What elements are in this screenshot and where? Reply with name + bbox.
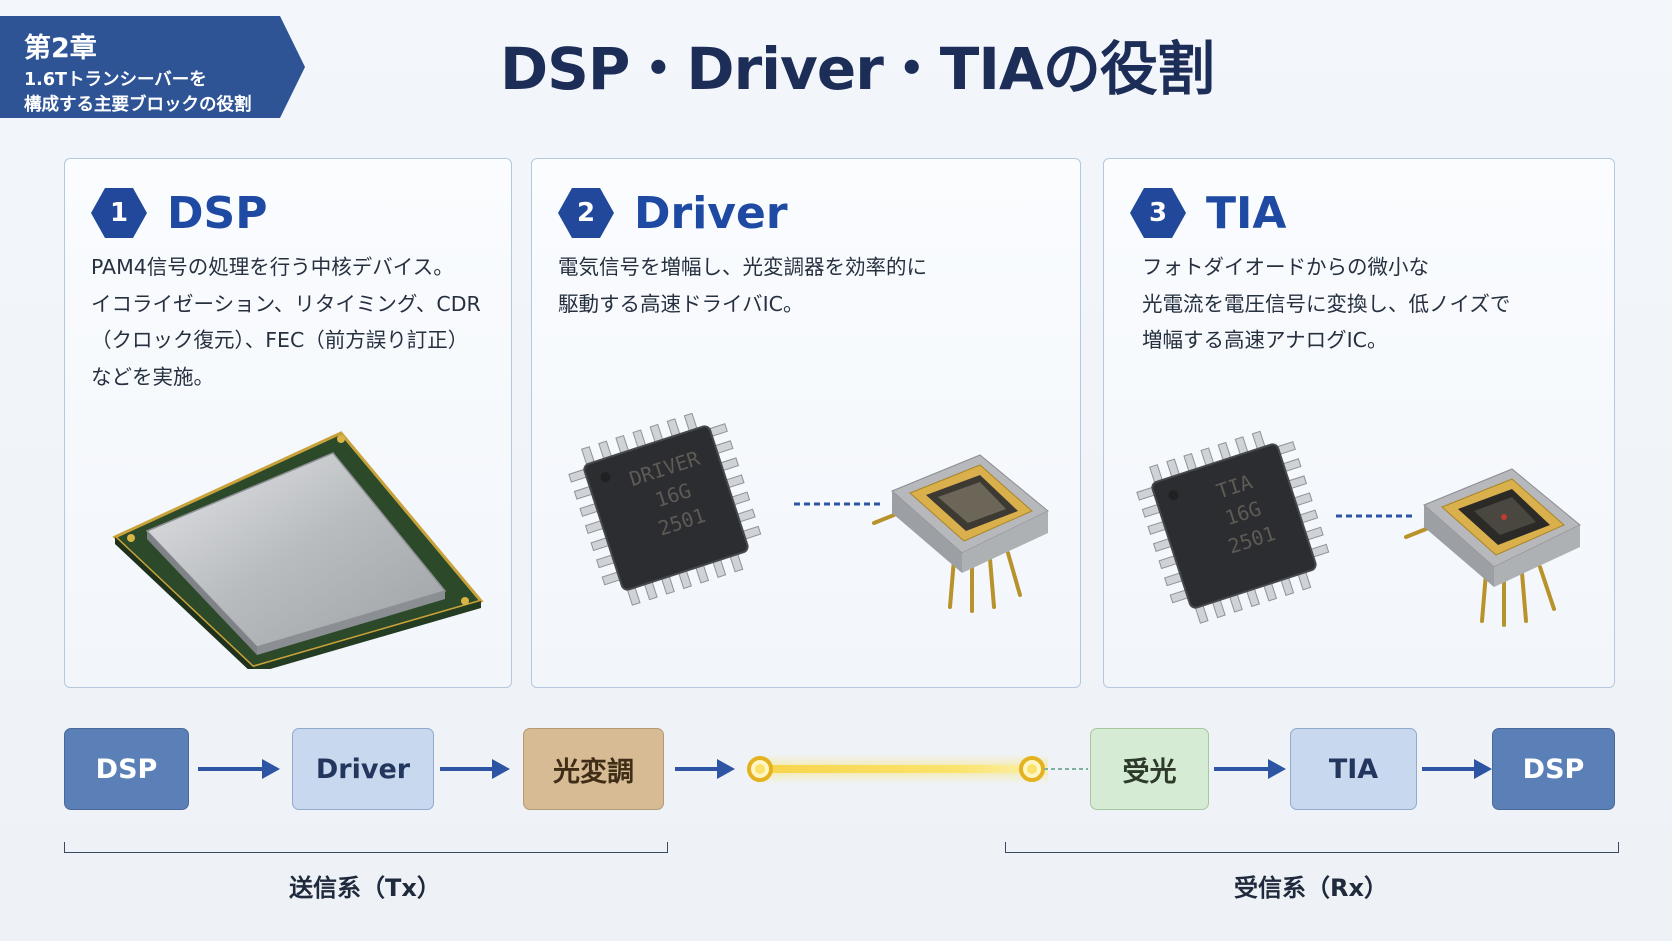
rx-label: 受信系（Rx） (1234, 874, 1388, 902)
chapter-subtitle-line1: 1.6Tトランシーバーを (24, 70, 207, 90)
chapter-number: 第2章 (24, 33, 97, 64)
dsp-chip-image (112, 431, 484, 669)
desc-line: 駆動する高速ドライバIC。 (558, 291, 804, 316)
page-title: DSP・Driver・TIAの役割 (500, 35, 1215, 103)
card-title-tia: TIA (1206, 187, 1287, 239)
tia-chip-image: TIA 16G 2501 (1136, 430, 1330, 624)
flow-box-driver: Driver (292, 728, 434, 810)
driver-package-image (872, 454, 1049, 613)
connector-dashed-line (1336, 514, 1416, 518)
flow-arrow (1422, 759, 1492, 779)
card-desc-tia: フォトダイオードからの微小な 光電流を電圧信号に変換し、低ノイズで 増幅する高速… (1142, 249, 1602, 359)
tx-label: 送信系（Tx） (289, 874, 441, 902)
flow-arrow (1214, 759, 1286, 779)
desc-line: イコライゼーション、リタイミング、CDR (91, 291, 481, 316)
flow-arrow (675, 759, 735, 779)
flow-box-tx-dsp: DSP (64, 728, 189, 810)
card-desc-driver: 電気信号を増幅し、光変調器を効率的に 駆動する高速ドライバIC。 (558, 249, 1068, 322)
card-tia: 3 TIA フォトダイオードからの微小な 光電流を電圧信号に変換し、低ノイズで … (1103, 158, 1615, 688)
flow-box-receiver: 受光 (1090, 728, 1209, 810)
desc-line: 光電流を電圧信号に変換し、低ノイズで (1142, 291, 1511, 316)
card-title-dsp: DSP (167, 187, 268, 239)
card-dsp: 1 DSP PAM4信号の処理を行う中核デバイス。 イコライゼーション、リタイミ… (64, 158, 512, 688)
flow-box-rx-dsp: DSP (1492, 728, 1615, 810)
desc-line: PAM4信号の処理を行う中核デバイス。 (91, 255, 454, 279)
desc-line: などを実施。 (91, 364, 214, 389)
desc-line: フォトダイオードからの微小な (1142, 255, 1429, 279)
badge-2: 2 (558, 188, 614, 238)
flow-arrow (198, 759, 280, 779)
card-title-driver: Driver (634, 187, 788, 239)
flow-box-modulator: 光変調 (523, 728, 664, 810)
flow-arrow (440, 759, 510, 779)
badge-1: 1 (91, 188, 147, 238)
photodiode-package-image (1404, 468, 1581, 627)
chapter-subtitle: 1.6Tトランシーバーを 構成する主要ブロックの役割 (24, 68, 294, 118)
desc-line: 電気信号を増幅し、光変調器を効率的に (558, 255, 927, 279)
badge-3: 3 (1130, 188, 1186, 238)
card-desc-dsp: PAM4信号の処理を行う中核デバイス。 イコライゼーション、リタイミング、CDR… (91, 249, 499, 395)
tx-bracket (64, 842, 668, 853)
chapter-tag: 第2章 1.6Tトランシーバーを 構成する主要ブロックの役割 (0, 16, 305, 118)
desc-line: 増幅する高速アナログIC。 (1142, 328, 1388, 352)
chapter-subtitle-line2: 構成する主要ブロックの役割 (24, 95, 252, 115)
flow-box-tia: TIA (1290, 728, 1417, 810)
optical-fiber-beam (747, 754, 1088, 784)
card-driver: 2 Driver 電気信号を増幅し、光変調器を効率的に 駆動する高速ドライバIC… (531, 158, 1081, 688)
desc-line: （クロック復元）、FEC（前方誤り訂正） (91, 328, 469, 352)
rx-bracket (1005, 842, 1619, 853)
connector-dashed-line (794, 502, 884, 506)
driver-chip-image: DRIVER 16G 2501 (568, 412, 762, 606)
